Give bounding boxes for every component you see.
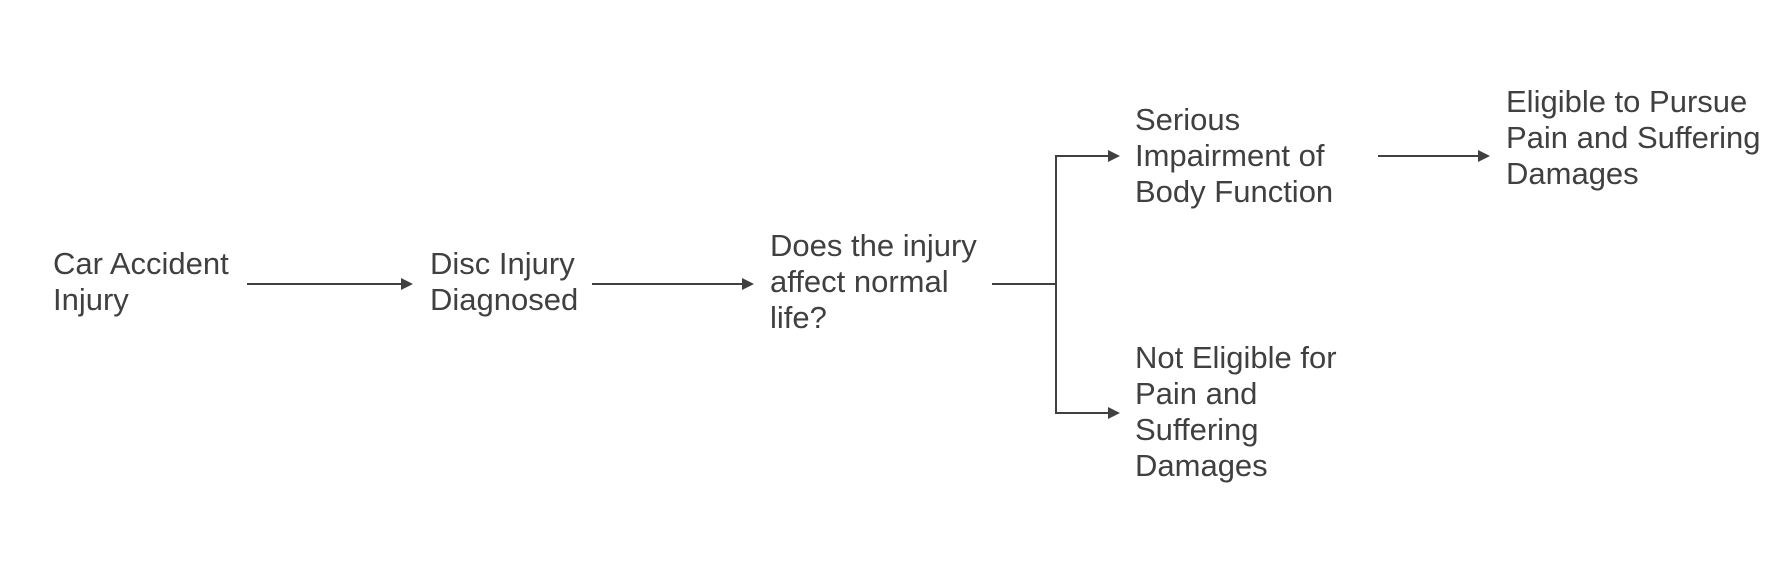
edge-question-to-not-eligible [1055,284,1108,414]
node-serious-impairment: Serious Impairment of Body Function [1135,102,1334,209]
node-disc-injury-diagnosed: Disc Injury Diagnosed [430,246,579,317]
arrowhead-serious-impairment [1108,150,1120,162]
node-not-eligible: Not Eligible for Pain and Suffering Dama… [1135,340,1337,483]
arrowhead-eligible [1478,150,1490,162]
node-decision-normal-life: Does the injury affect normal life? [770,228,977,335]
node-car-accident-injury: Car Accident Injury [53,246,229,317]
arrowhead-disc-injury [401,278,413,290]
edge-question-to-serious-impairment [1055,155,1108,284]
arrowhead-not-eligible [1108,407,1120,419]
arrowhead-question [742,278,754,290]
node-eligible-damages: Eligible to Pursue Pain and Suffering Da… [1506,84,1761,191]
